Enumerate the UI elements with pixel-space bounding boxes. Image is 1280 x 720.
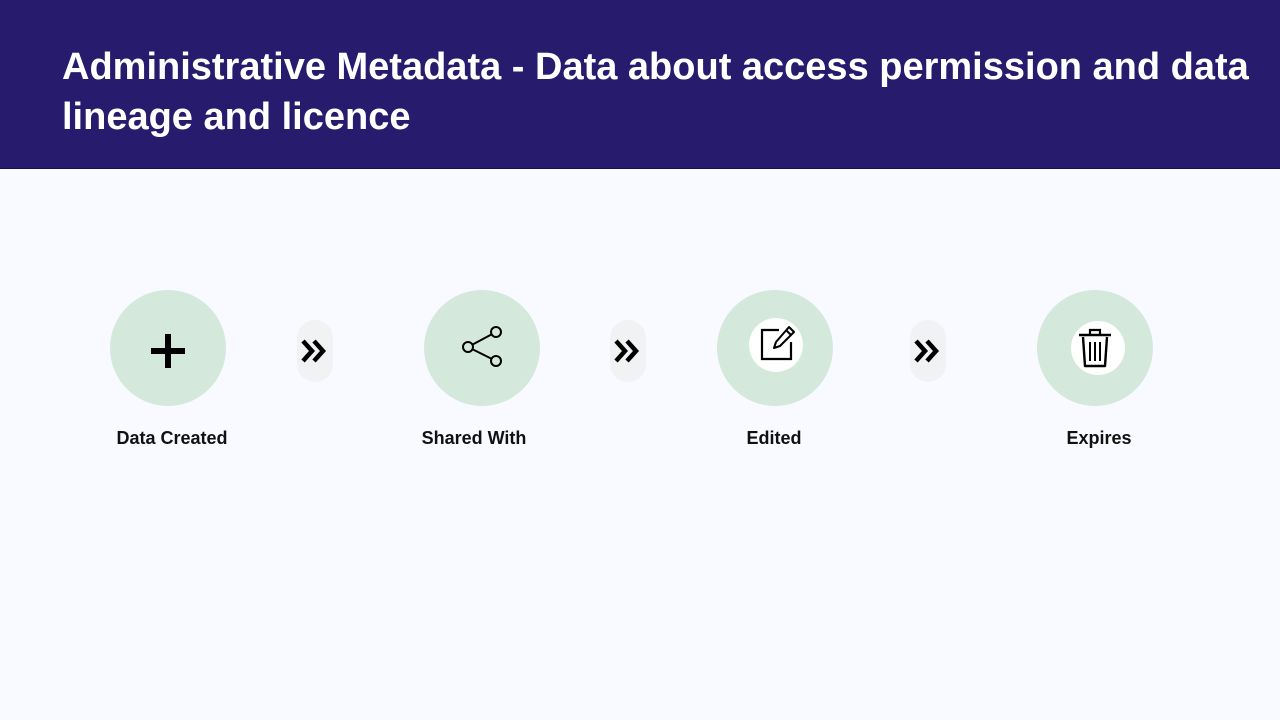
double-chevron-right-icon xyxy=(914,339,940,363)
step-label-shared-with: Shared With xyxy=(421,428,527,448)
share-icon xyxy=(462,326,502,367)
connector-arrow-1 xyxy=(297,320,333,382)
step-shared-with xyxy=(424,290,540,406)
plus-icon xyxy=(151,334,185,368)
edit-icon xyxy=(760,326,795,361)
step-label-edited: Edited xyxy=(746,428,802,448)
trash-icon xyxy=(1079,328,1111,368)
connector-arrow-3 xyxy=(910,320,946,382)
double-chevron-right-icon xyxy=(614,339,640,363)
double-chevron-right-icon xyxy=(301,339,327,363)
step-expires xyxy=(1037,290,1153,406)
step-label-data-created: Data Created xyxy=(116,428,228,448)
step-edited xyxy=(717,290,833,406)
page-title: Administrative Metadata - Data about acc… xyxy=(62,46,1249,138)
connector-arrow-2 xyxy=(610,320,646,382)
step-data-created xyxy=(110,290,226,406)
header-banner: Administrative Metadata - Data about acc… xyxy=(0,0,1280,169)
step-label-expires: Expires xyxy=(1066,428,1132,448)
